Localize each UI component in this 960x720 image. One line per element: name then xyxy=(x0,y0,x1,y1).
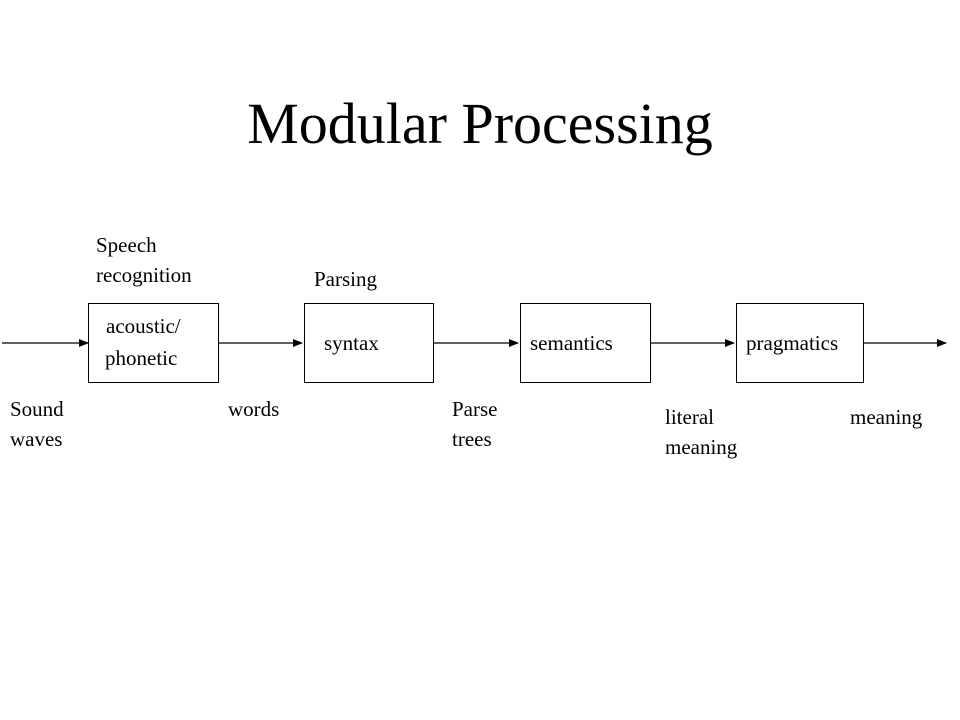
semantics-box: semantics xyxy=(520,303,651,383)
parse-trees-label: Parse trees xyxy=(452,394,498,454)
speech-recognition-caption-line1: Speech xyxy=(96,233,157,257)
literal-meaning-line2: meaning xyxy=(665,435,738,459)
words-label: words xyxy=(228,397,280,421)
pragmatics-label: pragmatics xyxy=(746,331,839,355)
syntax-box: syntax xyxy=(304,303,434,383)
pragmatics-box: pragmatics xyxy=(736,303,864,383)
literal-meaning-line1: literal xyxy=(665,405,714,429)
acoustic-phonetic-label-line2: phonetic xyxy=(105,346,178,370)
syntax-label: syntax xyxy=(324,331,379,355)
parse-trees-line1: Parse xyxy=(452,397,498,421)
speech-recognition-caption-line2: recognition xyxy=(96,263,192,287)
speech-recognition-caption: Speech recognition xyxy=(96,230,192,290)
acoustic-phonetic-box: acoustic/ phonetic xyxy=(88,303,219,383)
parsing-caption: Parsing xyxy=(314,267,377,291)
sound-waves-line1: Sound xyxy=(10,397,64,421)
parse-trees-line2: trees xyxy=(452,427,492,451)
semantics-label: semantics xyxy=(530,331,613,355)
acoustic-phonetic-label-line1: acoustic/ xyxy=(106,314,181,338)
page-title: Modular Processing xyxy=(247,91,713,156)
meaning-output-label: meaning xyxy=(850,405,923,429)
sound-waves-line2: waves xyxy=(10,427,63,451)
literal-meaning-label: literal meaning xyxy=(665,402,737,462)
sound-waves-label: Sound waves xyxy=(10,394,64,454)
